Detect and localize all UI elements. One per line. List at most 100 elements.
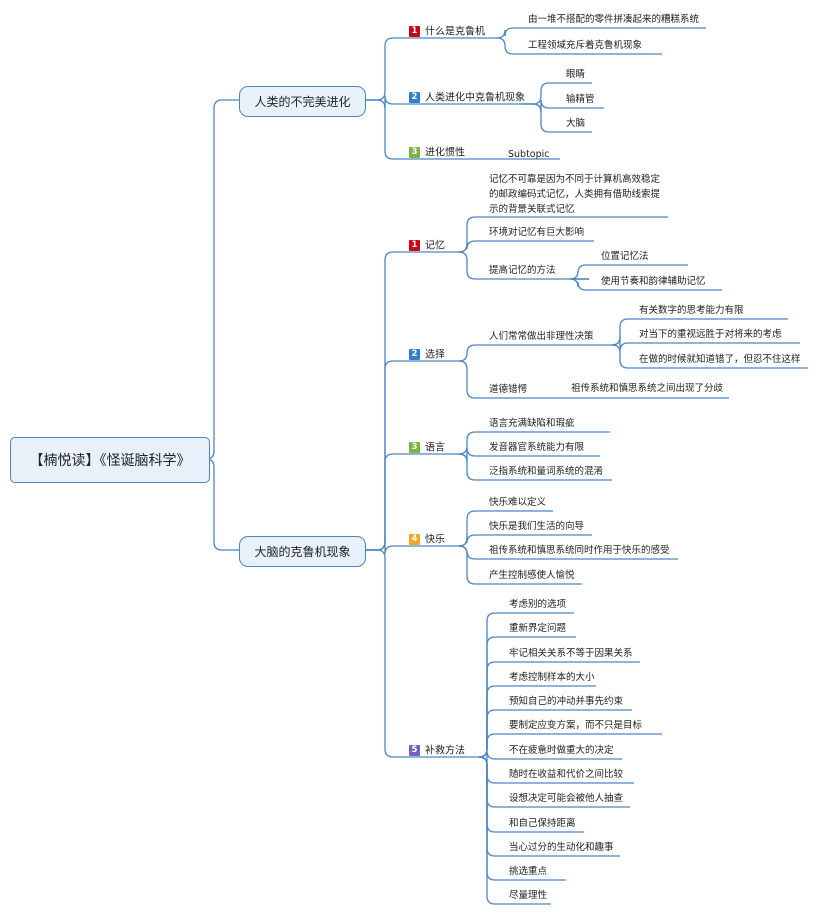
- leaf-item[interactable]: 要制定应变方案，而不只是目标: [509, 720, 643, 731]
- leaf-item[interactable]: 提高记忆的方法: [489, 265, 556, 276]
- subtopic-happiness[interactable]: 4 快乐: [409, 534, 445, 547]
- branch-connector: [364, 99, 405, 160]
- priority-2-icon: 2: [409, 349, 420, 360]
- branch-connector: [364, 541, 405, 555]
- leaf-item[interactable]: 环境对记忆有巨大影响: [489, 227, 585, 238]
- branch-connector: [364, 453, 405, 551]
- leaf-connector: [522, 82, 561, 105]
- leaf-item[interactable]: 在做的时候就知道错了，但忍不住这样: [639, 354, 801, 365]
- subtopic-label: 什么是克鲁机: [425, 26, 485, 38]
- root-topic-label: 【楠悦读】《怪诞脑科学》: [29, 453, 191, 469]
- leaf-item[interactable]: 位置记忆法: [601, 251, 649, 262]
- leaf-item[interactable]: 挑选重点: [509, 866, 548, 877]
- leaf-item[interactable]: Subtopic: [508, 149, 550, 160]
- subtopic-evolutionary-inertia[interactable]: 3 进化惯性: [409, 147, 465, 160]
- root-connector: [205, 458, 239, 551]
- leaf-item[interactable]: 人们常常做出非理性决策: [489, 331, 594, 342]
- leaf-connector: [478, 612, 505, 758]
- leaf-item[interactable]: 牢记相关关系不等于因果关系: [509, 648, 633, 659]
- leaf-item[interactable]: 记忆不可靠是因为不同于计算机高效稳定的邮政编码式记忆，人类拥有借助线索提示的背景…: [489, 174, 661, 215]
- subtopic-label: 进化惯性: [425, 147, 465, 159]
- leaf-connector: [458, 240, 485, 253]
- priority-1-icon: 1: [409, 240, 420, 251]
- leaf-item[interactable]: 由一堆不搭配的零件拼凑起来的糟糕系统: [528, 14, 700, 25]
- leaf-connector: [496, 37, 524, 55]
- priority-1-icon: 1: [409, 26, 420, 37]
- leaf-connector: [458, 534, 485, 547]
- leaf-item[interactable]: 重新界定问题: [509, 623, 567, 634]
- leaf-item[interactable]: 当心过分的生动化和趣事: [509, 842, 614, 853]
- subtopic-memory[interactable]: 1 记忆: [409, 240, 445, 253]
- root-connector: [205, 99, 239, 460]
- leaf-connector: [478, 756, 505, 905]
- leaf-connector: [611, 336, 635, 352]
- leaf-item[interactable]: 有关数字的思考能力有限: [639, 305, 744, 316]
- subtopic-label: 选择: [425, 349, 445, 361]
- leaf-item[interactable]: 发音器官系统能力有限: [489, 442, 585, 453]
- priority-2-icon: 2: [409, 92, 420, 103]
- leaf-connector: [611, 318, 635, 346]
- leaf-item[interactable]: 大脑: [566, 118, 586, 129]
- leaf-item[interactable]: 考虑控制样本的大小: [509, 672, 595, 683]
- leaf-item[interactable]: 尽量理性: [509, 890, 548, 901]
- leaf-connector: [458, 510, 485, 547]
- leaf-item[interactable]: 考虑别的选项: [509, 599, 567, 610]
- leaf-connector: [458, 251, 485, 280]
- leaf-item[interactable]: 快乐是我们生活的向导: [489, 521, 585, 532]
- subtopic-label: 快乐: [425, 534, 445, 546]
- leaf-connector: [458, 545, 485, 560]
- priority-5-icon: 5: [409, 745, 420, 756]
- leaf-item[interactable]: 祖传系统和慎思系统之间出现了分歧: [571, 383, 724, 394]
- leaf-item[interactable]: 产生控制感使人愉悦: [489, 570, 575, 581]
- leaf-connector: [478, 756, 505, 881]
- priority-3-icon: 3: [409, 442, 420, 453]
- subtopic-remedies[interactable]: 5 补救方法: [409, 745, 465, 758]
- leaf-item[interactable]: 眼睛: [566, 69, 586, 80]
- leaf-connector: [522, 103, 561, 133]
- leaf-item[interactable]: 预知自己的冲动并事先约束: [509, 696, 624, 707]
- leaf-item[interactable]: 随时在收益和代价之间比较: [509, 769, 624, 780]
- branch-imperfect-evolution[interactable]: 人类的不完美进化: [239, 86, 366, 117]
- leaf-connector: [569, 264, 597, 280]
- leaf-connector: [478, 733, 505, 758]
- leaf-item[interactable]: 快乐难以定义: [489, 497, 547, 508]
- leaf-item[interactable]: 祖传系统和慎思系统同时作用于快乐的感受: [489, 545, 670, 556]
- leaf-connector: [458, 344, 485, 362]
- subtopic-label: 记忆: [425, 240, 445, 252]
- subtopic-label: 补救方法: [425, 745, 465, 757]
- root-topic[interactable]: 【楠悦读】《怪诞脑科学》: [10, 437, 210, 483]
- branch-label: 大脑的克鲁机现象: [254, 545, 351, 559]
- leaf-connector: [569, 278, 597, 291]
- leaf-item[interactable]: 使用节奏和韵律辅助记忆: [601, 276, 706, 287]
- subtopic-label: 人类进化中克鲁机现象: [425, 92, 525, 104]
- leaf-connector: [458, 431, 485, 455]
- branch-connector: [364, 37, 405, 101]
- leaf-item[interactable]: 输精管: [566, 94, 595, 105]
- leaf-item[interactable]: 工程领域充斥着克鲁机现象: [528, 40, 643, 51]
- subtopic-kluge-in-evolution[interactable]: 2 人类进化中克鲁机现象: [409, 92, 525, 105]
- priority-4-icon: 4: [409, 534, 420, 545]
- leaf-item[interactable]: 设想决定可能会被他人抽查: [509, 793, 624, 804]
- subtopic-choice[interactable]: 2 选择: [409, 349, 445, 362]
- leaf-connector: [478, 636, 505, 758]
- leaf-item[interactable]: 道德错愕: [489, 384, 528, 395]
- branch-connector: [364, 549, 405, 758]
- leaf-connector: [458, 453, 485, 481]
- leaf-connector: [458, 545, 485, 585]
- leaf-item[interactable]: 和自己保持距离: [509, 818, 576, 829]
- leaf-connector: [458, 216, 485, 253]
- leaf-connector: [611, 344, 635, 369]
- branch-label: 人类的不完美进化: [254, 95, 351, 109]
- subtopic-what-is-kluge[interactable]: 1 什么是克鲁机: [409, 26, 485, 39]
- leaf-item[interactable]: 对当下的重视远胜于对将来的考虑: [639, 329, 782, 340]
- branch-brain-kluge[interactable]: 大脑的克鲁机现象: [239, 536, 366, 567]
- leaf-item[interactable]: 不在疲惫时做重大的决定: [509, 745, 614, 756]
- leaf-connector: [478, 685, 505, 758]
- leaf-item[interactable]: 语言充满缺陷和瑕疵: [489, 418, 575, 429]
- leaf-connector: [478, 756, 505, 833]
- leaf-item[interactable]: 泛指系统和量词系统的混淆: [489, 466, 604, 477]
- priority-3-icon: 3: [409, 147, 420, 158]
